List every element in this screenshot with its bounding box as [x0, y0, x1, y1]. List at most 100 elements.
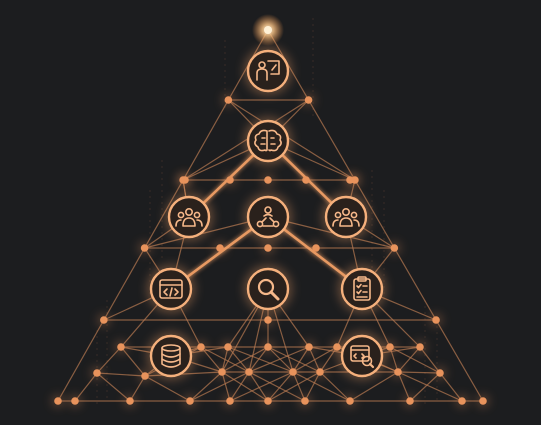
network-dot: [140, 244, 149, 252]
mesh-connector: [389, 346, 441, 374]
network-dot: [390, 244, 399, 252]
node-database: [147, 332, 195, 380]
network-dot: [245, 368, 253, 376]
node-search: [244, 265, 292, 313]
network-dot: [333, 343, 341, 351]
network-dot: [226, 397, 234, 405]
network-dot: [432, 316, 440, 324]
database-icon: [161, 344, 181, 368]
code-window-icon: [159, 279, 183, 299]
mesh-connector: [248, 371, 306, 402]
node-ring: [340, 334, 384, 378]
icon-nodes: [147, 47, 386, 380]
network-dot: [264, 397, 272, 405]
network-dots: [52, 94, 489, 407]
node-brain: [244, 117, 292, 165]
network-dot: [224, 96, 233, 104]
node-ring: [246, 195, 290, 239]
mesh-connector: [227, 346, 294, 373]
network-dot: [218, 368, 226, 376]
network-dot: [100, 316, 108, 324]
node-code-search: [338, 332, 386, 380]
network-dot: [141, 372, 149, 380]
network-dot: [394, 368, 402, 376]
mesh-connector: [229, 371, 294, 402]
network-dot: [197, 343, 205, 351]
network-dot: [386, 343, 394, 351]
mesh-connector: [397, 371, 441, 374]
mesh-connector: [267, 371, 294, 402]
clipboard-checklist-icon: [353, 276, 371, 301]
network-dot: [312, 244, 320, 252]
mesh-connector: [96, 372, 146, 377]
mesh-connector: [267, 371, 321, 402]
network-dot: [226, 176, 234, 184]
team-icon: [332, 208, 360, 227]
node-presenter: [244, 47, 292, 95]
network-dot: [264, 176, 272, 184]
node-team-right: [322, 193, 370, 241]
network-dot: [305, 343, 313, 351]
mesh-connector: [189, 371, 223, 402]
brain-icon: [254, 129, 282, 152]
presenter-icon: [256, 60, 280, 81]
network-dot: [289, 368, 297, 376]
network-dot: [458, 397, 466, 405]
mesh-connector: [57, 29, 269, 402]
network-dot: [304, 96, 313, 104]
network-dot: [186, 397, 194, 405]
network-dot: [216, 244, 224, 252]
node-ring: [246, 49, 290, 93]
magnifier-icon: [257, 278, 280, 301]
mesh-connector: [349, 371, 399, 402]
mesh-connector: [319, 371, 351, 402]
team-icon: [175, 208, 203, 227]
network-dot: [416, 343, 424, 351]
network-dot: [302, 176, 310, 184]
network-dot: [406, 397, 414, 405]
network-dot: [436, 369, 444, 377]
mesh-connector: [292, 346, 338, 373]
mesh-connector: [221, 371, 269, 402]
apex-core: [264, 26, 272, 34]
network-dot: [54, 397, 62, 405]
node-ring: [246, 267, 290, 311]
mesh-connector: [267, 346, 321, 373]
node-code: [147, 265, 195, 313]
network-dot: [346, 397, 354, 405]
mesh-connector: [409, 372, 441, 402]
network-dot: [71, 397, 79, 405]
network-dot: [224, 343, 232, 351]
network-dot: [126, 397, 134, 405]
code-search-icon: [350, 345, 375, 369]
node-ring: [167, 195, 211, 239]
network-dot: [316, 368, 324, 376]
node-network: [244, 193, 292, 241]
network-dot: [117, 343, 125, 351]
network-hub-icon: [256, 206, 280, 228]
network-dot: [264, 343, 272, 351]
network-dot: [479, 397, 487, 405]
mesh-connector: [96, 372, 131, 402]
node-team-left: [165, 193, 213, 241]
mesh-connector: [397, 371, 463, 402]
network-dot: [93, 369, 101, 377]
mesh-connector: [221, 346, 269, 373]
node-checklist: [338, 265, 386, 313]
mesh-connector: [292, 371, 351, 402]
mesh-connector: [144, 375, 191, 402]
mesh-connector: [189, 371, 250, 402]
network-dot: [264, 316, 272, 324]
network-dot: [264, 244, 272, 252]
mesh-connector: [267, 29, 484, 402]
network-dot: [346, 176, 354, 184]
node-ring: [149, 334, 193, 378]
mesh-connector: [120, 346, 146, 377]
node-ring: [246, 119, 290, 163]
apex-glow: [252, 14, 284, 46]
node-ring: [324, 195, 368, 239]
mesh-connector: [248, 346, 310, 373]
network-dot: [181, 176, 189, 184]
